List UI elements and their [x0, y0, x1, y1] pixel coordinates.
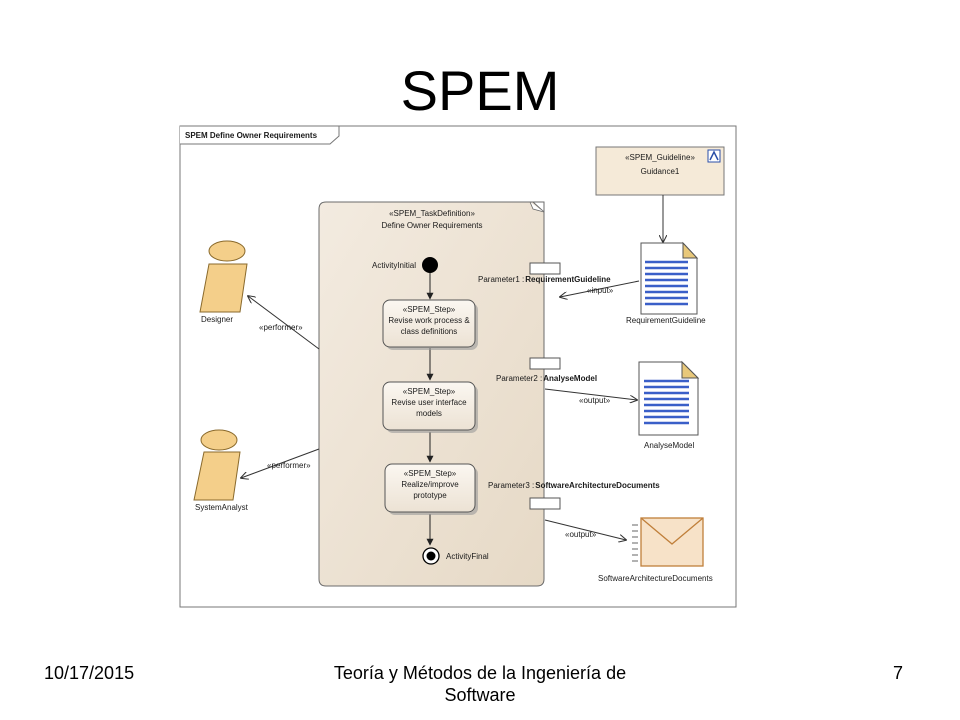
footer-page-number: 7: [893, 663, 904, 683]
parameter-1-name: Parameter1 :: [478, 275, 524, 284]
step-2[interactable]: «SPEM_Step» Revise user interface models: [382, 381, 478, 433]
frame-label: SPEM Define Owner Requirements: [185, 131, 318, 140]
artifact-software-architecture-documents-name: SoftwareArchitectureDocuments: [598, 574, 713, 583]
parameter-3-type: SoftwareArchitectureDocuments: [535, 481, 660, 490]
parameter-2-type: AnalyseModel: [543, 374, 597, 383]
attachment-ticks-icon: [632, 524, 638, 562]
activity-final-node: ActivityFinal: [422, 547, 489, 565]
parameter-2-name: Parameter2 :: [496, 374, 542, 383]
role-designer[interactable]: Designer: [199, 240, 248, 324]
document-lines-icon: [644, 379, 689, 425]
step-2-line2: models: [416, 409, 442, 418]
envelope-icon: [640, 517, 704, 567]
association-label-output-1: «output»: [579, 396, 611, 405]
step-1-stereotype: «SPEM_Step»: [403, 305, 456, 314]
step-3-line1: Realize/improve: [401, 480, 459, 489]
step-1-line1: Revise work process &: [388, 316, 470, 325]
performer-associations: [241, 296, 320, 478]
artifact-analyse-model[interactable]: AnalyseModel: [638, 360, 700, 450]
activity-initial-node: ActivityInitial: [372, 257, 438, 273]
footer-course-title: Teoría y Métodos de la Ingeniería de Sof…: [333, 663, 627, 705]
step-3[interactable]: «SPEM_Step» Realize/improve prototype: [384, 463, 478, 515]
parameter-2-label: Parameter2 :AnalyseModel: [496, 374, 597, 383]
task-stereotype: «SPEM_TaskDefinition»: [389, 209, 475, 218]
parameter-3-pin[interactable]: [529, 497, 561, 510]
parameter-2-pin[interactable]: [529, 357, 561, 370]
slide-title: SPEM: [400, 59, 560, 122]
activity-initial-label: ActivityInitial: [372, 261, 416, 270]
performer-label-analyst: «performer»: [267, 461, 311, 470]
task-name: Define Owner Requirements: [382, 221, 483, 230]
artifact-analyse-model-name: AnalyseModel: [644, 441, 694, 450]
step-1-line2: class definitions: [401, 327, 457, 336]
guideline-stereotype: «SPEM_Guideline»: [625, 153, 695, 162]
parameter-3-name: Parameter3 :: [488, 481, 534, 490]
association-label-output-2: «output»: [565, 530, 597, 539]
step-2-line1: Revise user interface: [391, 398, 467, 407]
role-designer-name: Designer: [201, 315, 233, 324]
footer-date: 10/17/2015: [44, 663, 135, 683]
document-lines-icon: [645, 260, 688, 306]
role-system-analyst[interactable]: SystemAnalyst: [193, 429, 249, 512]
parameter-1-pin[interactable]: [529, 262, 561, 275]
artifact-requirement-guideline-name: RequirementGuideline: [626, 316, 706, 325]
parameter-1-type: RequirementGuideline: [525, 275, 611, 284]
parameter-1-label: Parameter1 :RequirementGuideline: [478, 275, 611, 284]
step-3-stereotype: «SPEM_Step»: [404, 469, 457, 478]
step-2-stereotype: «SPEM_Step»: [403, 387, 456, 396]
artifact-requirement-guideline[interactable]: RequirementGuideline: [626, 241, 706, 325]
artifact-software-architecture-documents[interactable]: SoftwareArchitectureDocuments: [598, 517, 713, 583]
role-system-analyst-name: SystemAnalyst: [195, 503, 249, 512]
association-label-input: «input»: [587, 286, 614, 295]
guideline-box[interactable]: «SPEM_Guideline» Guidance1: [595, 146, 725, 196]
artifact-associations: [544, 280, 640, 540]
parameter-3-label: Parameter3 :SoftwareArchitectureDocument…: [488, 481, 660, 490]
step-1[interactable]: «SPEM_Step» Revise work process & class …: [382, 299, 478, 350]
guideline-name: Guidance1: [641, 167, 680, 176]
step-3-line2: prototype: [413, 491, 447, 500]
performer-label-designer: «performer»: [259, 323, 303, 332]
activity-final-label: ActivityFinal: [446, 552, 489, 561]
